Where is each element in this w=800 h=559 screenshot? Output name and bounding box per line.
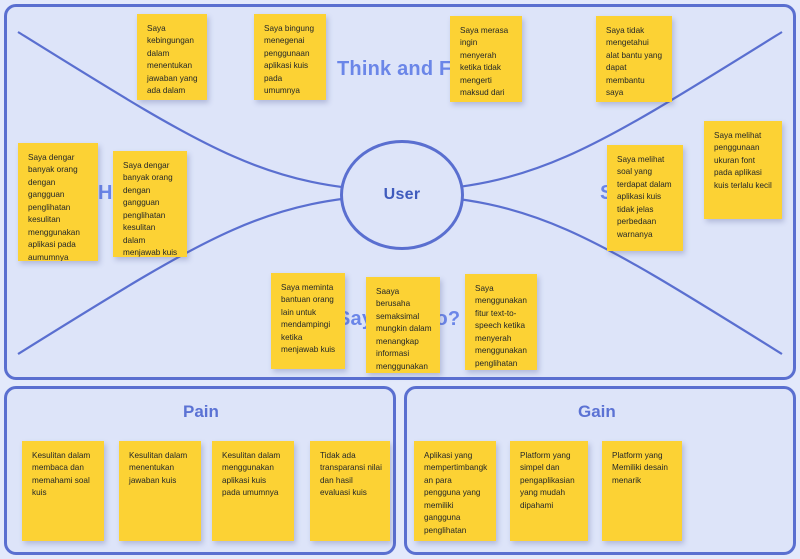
sticky-note-say-and-do-1[interactable]: Saya meminta bantuan orang lain untuk me… [271,273,345,369]
user-center-label: User [383,186,421,203]
sticky-note-pain-4[interactable]: Tidak ada transparansi nilai dan hasil e… [310,441,390,541]
sticky-note-think-and-feel-1[interactable]: Saya kebingungan dalam menentukan jawaba… [137,14,207,100]
sticky-note-think-and-feel-2[interactable]: Saya bingung menegenai penggunaan aplika… [254,14,326,100]
heading-pain: Pain [183,402,219,421]
sticky-note-hear-2[interactable]: Saya dengar banyak orang dengan gangguan… [113,151,187,257]
heading-gain: Gain [578,402,616,421]
sticky-note-see-2[interactable]: Saya melihat penggunaan ukuran font pada… [704,121,782,219]
sticky-note-think-and-feel-3[interactable]: Saya merasa ingin menyerah ketika tidak … [450,16,522,102]
sticky-note-pain-3[interactable]: Kesulitan dalam menggunakan aplikasi kui… [212,441,294,541]
heading-think-and-feel: Think and Feel [337,58,480,80]
sticky-note-pain-2[interactable]: Kesulitan dalam menentukan jawaban kuis [119,441,201,541]
sticky-note-gain-2[interactable]: Platform yang simpel dan pengaplikasian … [510,441,588,541]
sticky-note-hear-1[interactable]: Saya dengar banyak orang dengan gangguan… [18,143,98,261]
sticky-note-think-and-feel-4[interactable]: Saya tidak mengetahui alat bantu yang da… [596,16,672,102]
sticky-note-say-and-do-3[interactable]: Saya menggunakan fitur text-to-speech ke… [465,274,537,370]
sticky-note-see-1[interactable]: Saya melihat soal yang terdapat dalam ap… [607,145,683,251]
sticky-note-gain-3[interactable]: Platform yang Memiliki desain menarik [602,441,682,541]
sticky-note-gain-1[interactable]: Aplikasi yang mempertimbangkan para peng… [414,441,496,541]
sticky-note-pain-1[interactable]: Kesulitan dalam membaca dan memahami soa… [22,441,104,541]
sticky-note-say-and-do-2[interactable]: Saaya berusaha semaksimal mungkin dalam … [366,277,440,373]
user-center-node: User [340,140,464,250]
